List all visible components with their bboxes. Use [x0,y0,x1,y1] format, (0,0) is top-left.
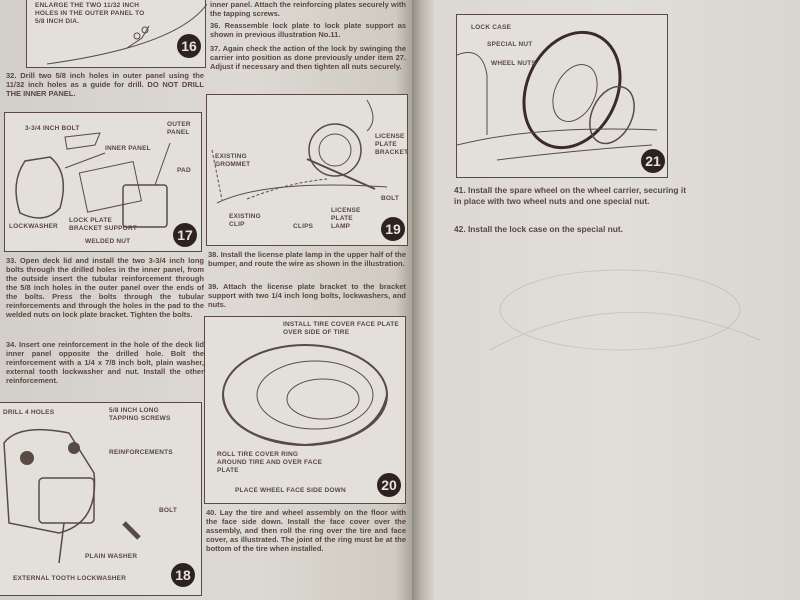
figure-21: LOCK CASE SPECIAL NUT WHEEL NUTS 21 [456,14,668,178]
step-37: 37. Again check the action of the lock b… [210,44,406,71]
figure-number-21: 21 [641,149,665,173]
bleed-through-illustration [489,269,761,351]
fig20-label-face-down: PLACE WHEEL FACE SIDE DOWN [235,487,346,494]
fig21-label-wheel-nuts: WHEEL NUTS [491,60,536,67]
fig18-label-plain-washer: PLAIN WASHER [85,553,138,560]
fig19-label-grommet: EXISTING GROMMET [215,153,251,168]
fig17-label-bracket-support: LOCK PLATE BRACKET SUPPORT [69,217,138,232]
figure-number-17: 17 [173,223,197,247]
fig18-label-bolt: BOLT [159,507,178,514]
fig19-label-bracket: LICENSE PLATE BRACKET [375,133,409,156]
fig20-label-face-plate: INSTALL TIRE COVER FACE PLATE OVER SIDE … [283,321,399,336]
fig16-label: ENLARGE THE TWO 11/32 INCH HOLES IN THE … [35,2,145,25]
figure-number-19: 19 [381,217,405,241]
figure-number-18: 18 [171,563,195,587]
fig20-label-roll-ring: ROLL TIRE COVER RING AROUND TIRE AND OVE… [217,451,323,474]
step-34: 34. Insert one reinforcement in the hole… [6,340,204,385]
fig18-label-reinforcements: REINFORCEMENTS [109,449,173,456]
fig18-label-drill: DRILL 4 HOLES [3,409,55,416]
fig19-label-lamp: LICENSE PLATE LAMP [331,207,361,230]
figure-16: ENLARGE THE TWO 11/32 INCH HOLES IN THE … [26,0,207,68]
step-41: 41. Install the spare wheel on the wheel… [454,185,686,206]
step-42: 42. Install the lock case on the special… [454,224,623,234]
figure-19: EXISTING GROMMET EXISTING CLIP CLIPS LIC… [206,94,408,246]
step-40: 40. Lay the tire and wheel assembly on t… [206,508,406,553]
fig21-label-lock-case: LOCK CASE [471,24,512,31]
fig18-label-lockwasher: EXTERNAL TOOTH LOCKWASHER [13,575,127,582]
fig19-label-bolt: BOLT [381,195,400,202]
fig17-label-welded-nut: WELDED NUT [85,238,131,245]
figure-18: DRILL 4 HOLES 5/8 INCH LONG TAPPING SCRE… [0,402,202,596]
figure-number-16: 16 [177,34,201,58]
figure-number-20: 20 [377,473,401,497]
right-page: LOCK CASE SPECIAL NUT WHEEL NUTS 21 41. … [434,0,800,600]
step-36: 36. Reassemble lock plate to lock plate … [210,21,406,39]
step-35-continued: inner panel. Attach the reinforcing plat… [210,0,406,18]
fig17-label-bolt: 3-3/4 INCH BOLT [25,125,80,132]
fig17-label-inner-panel: INNER PANEL [105,145,151,152]
fig18-label-screws: 5/8 INCH LONG TAPPING SCREWS [109,407,171,422]
step-38: 38. Install the license plate lamp in th… [208,250,406,268]
step-32: 32. Drill two 5/8 inch holes in outer pa… [6,71,204,98]
figure-17: 3-3/4 INCH BOLT INNER PANEL OUTER PANEL … [4,112,202,252]
fig17-label-lockwasher: LOCKWASHER [9,223,58,230]
fig19-label-clips: CLIPS [293,223,314,230]
step-39: 39. Attach the license plate bracket to … [208,282,406,309]
step-33: 33. Open deck lid and install the two 3-… [6,256,204,319]
left-page: ENLARGE THE TWO 11/32 INCH HOLES IN THE … [0,0,412,600]
figure-20: INSTALL TIRE COVER FACE PLATE OVER SIDE … [204,316,406,504]
fig17-label-outer-panel: OUTER PANEL [167,121,191,136]
book-gutter [412,0,434,600]
fig19-label-existing-clip: EXISTING CLIP [229,213,261,228]
fig17-label-pad: PAD [177,167,191,174]
fig21-label-special-nut: SPECIAL NUT [487,41,533,48]
